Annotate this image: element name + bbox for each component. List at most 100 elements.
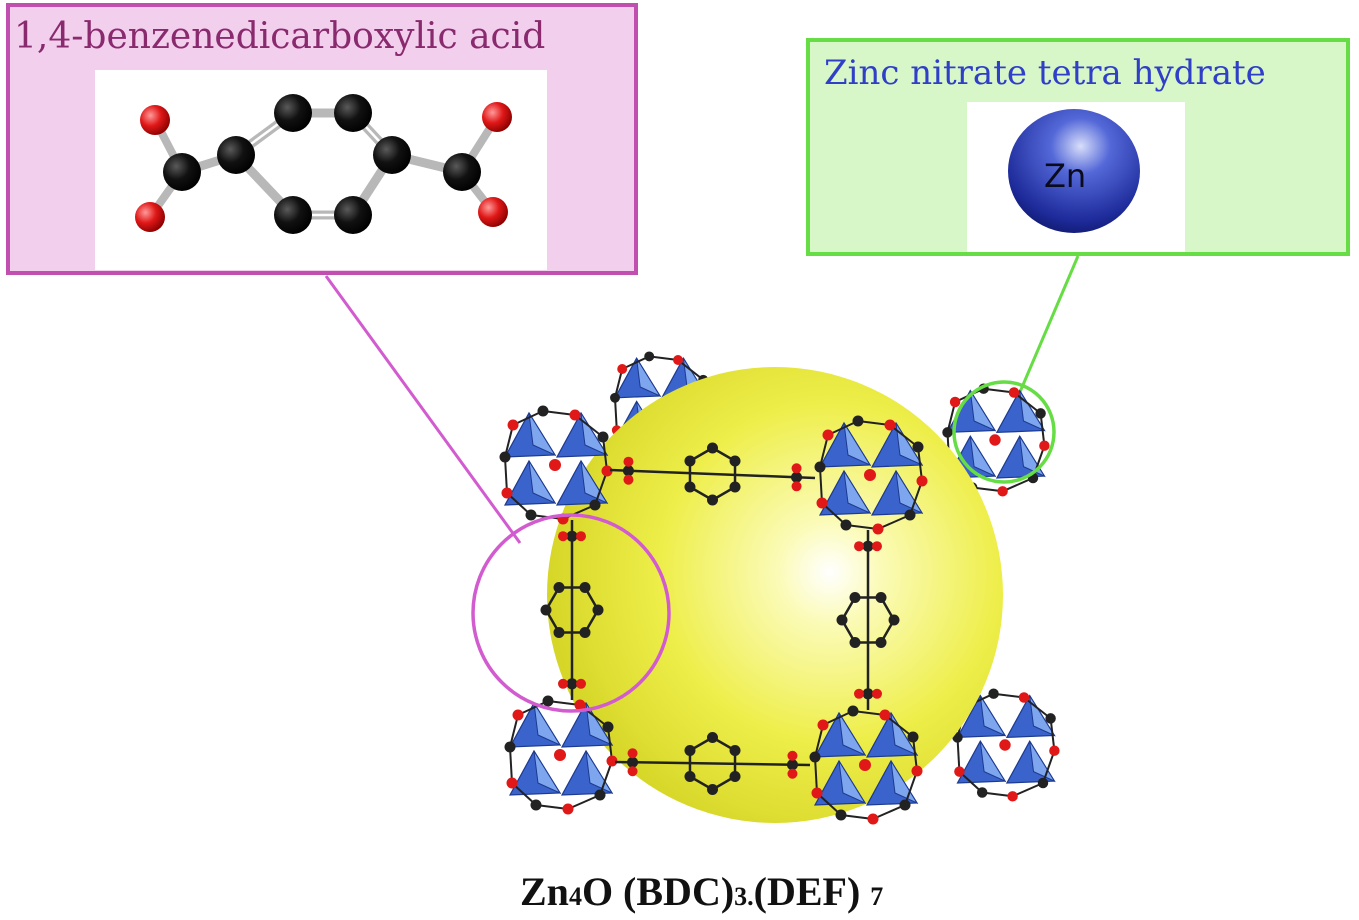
carbon-atom (592, 604, 604, 616)
oxygen-atom (623, 474, 634, 485)
carbon-atom (814, 461, 826, 473)
cluster-bond (621, 355, 650, 370)
carbon-atom (684, 455, 696, 467)
carbon-atom (684, 771, 696, 782)
carbon-atom (597, 431, 609, 443)
linker-bond (614, 760, 811, 767)
oxygen-atom (817, 719, 829, 731)
carbon-atom (553, 581, 565, 593)
cluster-bond (912, 736, 918, 772)
oxygen-atom (562, 803, 574, 815)
carbon-atom (1045, 713, 1056, 724)
oxygen-atom (606, 755, 618, 767)
oxygen-atom (478, 197, 508, 227)
carbon-atom (579, 581, 591, 593)
oxygen-atom (954, 766, 965, 777)
formula-sub-3: 7 (870, 882, 883, 911)
carbon-atom (862, 688, 874, 700)
carbon-atom (791, 471, 803, 483)
carbon-atom (627, 756, 639, 768)
carbon-atom (443, 153, 481, 191)
oxygen-atom (1049, 745, 1060, 756)
carbon-atom (852, 415, 864, 427)
bdc-box: 1,4-benzenedicarboxylic acid (6, 3, 638, 275)
cluster-bond (1013, 391, 1042, 415)
cluster-bond (509, 746, 513, 784)
oxygen-atom (569, 409, 581, 421)
carbon-atom (1035, 408, 1046, 419)
cluster-bond (602, 436, 608, 472)
oxygen-atom (627, 748, 638, 759)
oxygen-atom (576, 678, 586, 689)
cluster-bond (904, 770, 918, 806)
carbon-atom (729, 455, 741, 467)
cluster-bond (819, 466, 823, 504)
oxygen-atom (791, 463, 802, 474)
cluster-bond (574, 414, 604, 438)
formula-part-3: (DEF) (754, 869, 861, 914)
carbon-atom (899, 799, 911, 811)
carbon-atom (610, 392, 620, 403)
cluster-bond (1049, 718, 1056, 751)
zn-tetrahedron-face (843, 470, 872, 515)
oxygen-atom (601, 465, 613, 477)
cluster-bond (1002, 477, 1034, 493)
carbon-atom (334, 196, 372, 234)
formula-sub-2: 3. (734, 882, 754, 911)
zn-tetrahedron-face (969, 390, 997, 432)
linker-highlight-circle (471, 513, 671, 713)
cluster-bond (822, 710, 854, 726)
cluster-bond (1039, 413, 1046, 446)
oxygen-atom (1039, 440, 1050, 451)
oxygen-atom (617, 364, 628, 374)
carbon-atom (217, 136, 255, 174)
oxygen-atom (140, 105, 170, 135)
formula-part-1: Zn (520, 869, 569, 914)
oxygen-atom (997, 486, 1008, 497)
bdc-molecule (135, 94, 512, 234)
carbon-atom (835, 809, 847, 821)
framework-formula: Zn4O (BDC)3.(DEF)7 (520, 869, 883, 914)
framework-front-layer (499, 405, 928, 825)
zinc-cluster-highlight-circle (952, 380, 1056, 484)
cluster-bond (956, 737, 961, 772)
carbon-atom (786, 759, 798, 771)
cluster-bond (814, 756, 818, 794)
oxygen-atom (787, 750, 798, 761)
oxygen-atom (135, 202, 165, 232)
bdc-title: 1,4-benzenedicarboxylic acid (14, 16, 545, 57)
zinc-atom-sphere (1008, 109, 1140, 233)
zn-tetrahedron-face (838, 760, 867, 805)
cluster-bond (877, 514, 911, 530)
carbon-atom (875, 591, 887, 603)
oxygen-atom (791, 481, 802, 492)
carbon-atom (553, 627, 565, 639)
central-oxygen-atom (549, 459, 561, 471)
carbon-atom (163, 153, 201, 191)
pore-sphere (547, 367, 1003, 823)
oxygen-atom (512, 709, 524, 721)
oxygen-atom (816, 497, 828, 509)
cluster-bond (917, 446, 923, 482)
carbon-atom (707, 732, 718, 743)
cluster-bond (607, 726, 613, 762)
cluster-bond (517, 700, 549, 716)
cluster-bond (1023, 696, 1052, 720)
carbon-atom (729, 481, 741, 493)
carbon-atom (542, 695, 554, 707)
carbon-atom (809, 751, 821, 763)
oxygen-atom (501, 487, 513, 499)
formula-sub-1: 4 (569, 882, 582, 911)
central-oxygen-atom (864, 469, 876, 481)
carbon-atom (622, 465, 634, 477)
oxygen-atom (558, 531, 568, 542)
oxygen-atom (949, 396, 961, 408)
central-oxygen-atom (554, 749, 566, 761)
cluster-bond (827, 420, 859, 436)
carbon-atom (525, 509, 537, 521)
carbon-atom (373, 136, 411, 174)
carbon-atom (707, 494, 718, 506)
carbon-atom (912, 441, 924, 453)
zinc-title: Zinc nitrate tetra hydrate (824, 53, 1266, 93)
zn-tetrahedron-face (636, 357, 662, 398)
